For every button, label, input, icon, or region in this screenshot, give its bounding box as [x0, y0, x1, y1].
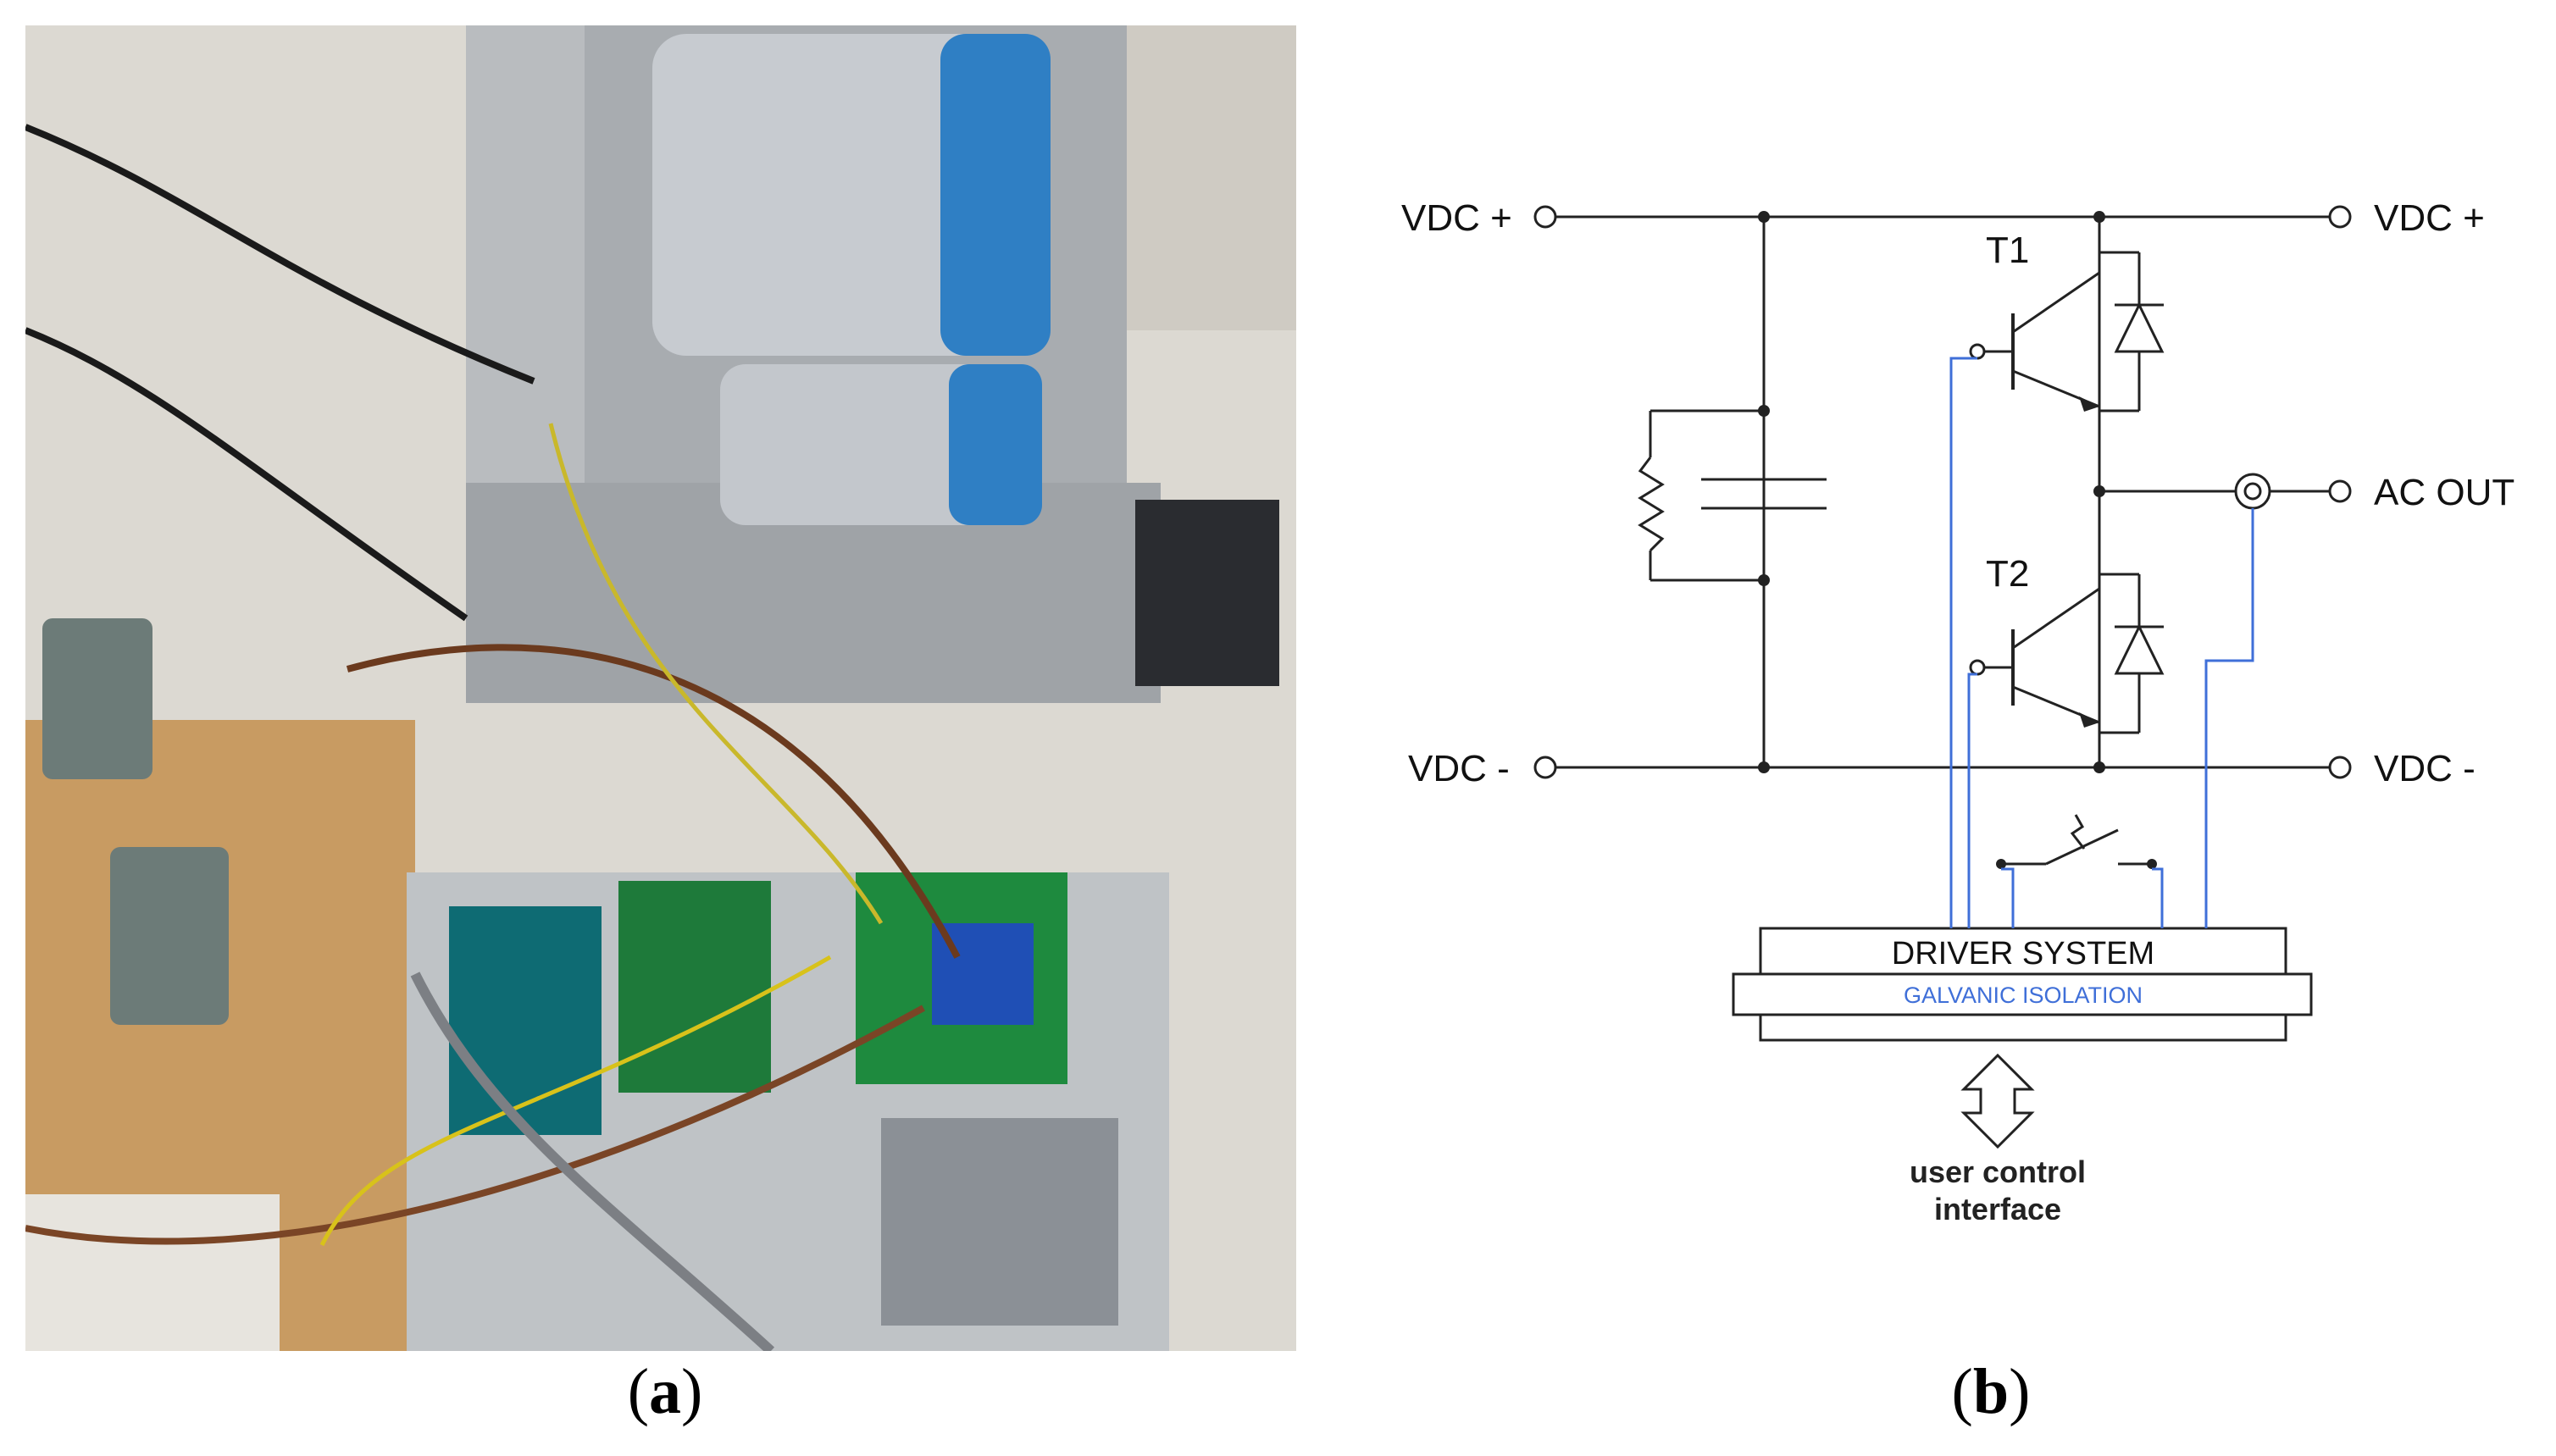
caption-a-letter: a: [649, 1356, 681, 1427]
label-vdc-minus-right: VDC -: [2374, 748, 2476, 789]
terminal-vdc-minus-left: [1533, 756, 1557, 779]
label-user-control: user control: [1910, 1154, 2086, 1189]
label-vdc-plus-right: VDC +: [2374, 197, 2485, 239]
power-supply: [881, 1118, 1118, 1326]
label-galvanic-isolation: GALVANIC ISOLATION: [1904, 983, 2143, 1008]
raspberry-pi-board: [618, 881, 771, 1093]
caption-b-letter: b: [1972, 1356, 2010, 1427]
capacitor-upper: [652, 34, 1034, 356]
fan-unit: [1135, 500, 1279, 686]
terminal-ac-out: [2328, 479, 2352, 503]
test-bench-photo: [25, 25, 1296, 1351]
t2-gate-terminal: [1969, 659, 1986, 676]
label-t1: T1: [1986, 230, 2029, 271]
terminal-vdc-minus-right: [2328, 756, 2352, 779]
arduino-board: [449, 906, 602, 1135]
t1-diode: [2114, 302, 2165, 353]
terminal-vdc-plus-right: [2328, 205, 2352, 229]
label-t2: T2: [1986, 553, 2029, 595]
caption-a: (a): [627, 1356, 703, 1427]
inductor-1: [42, 618, 152, 779]
isolation-box: [1732, 972, 2313, 1016]
label-driver-system: DRIVER SYSTEM: [1892, 936, 2154, 972]
t2-diode: [2114, 623, 2165, 675]
terminal-vdc-plus-left: [1533, 205, 1557, 229]
label-ac-out: AC OUT: [2374, 472, 2514, 513]
signal-wiring: [1949, 357, 2254, 928]
inductor-2: [110, 847, 229, 1025]
inverter-schematic: VDC + VDC + VDC - VDC - AC OUT T1 T2 DRI…: [1401, 197, 2514, 1220]
caption-b: (b): [1951, 1356, 2031, 1427]
bidirectional-arrow: [1960, 1053, 2035, 1149]
current-sensor-icon: [2234, 473, 2271, 510]
label-vdc-plus-left: VDC +: [1401, 197, 1512, 239]
resistor-symbol: [1638, 457, 1665, 552]
t1-gate-terminal: [1969, 343, 1986, 360]
label-vdc-minus-left: VDC -: [1408, 748, 1510, 789]
label-interface: interface: [1934, 1192, 2061, 1220]
capacitor-lower: [720, 364, 1017, 525]
